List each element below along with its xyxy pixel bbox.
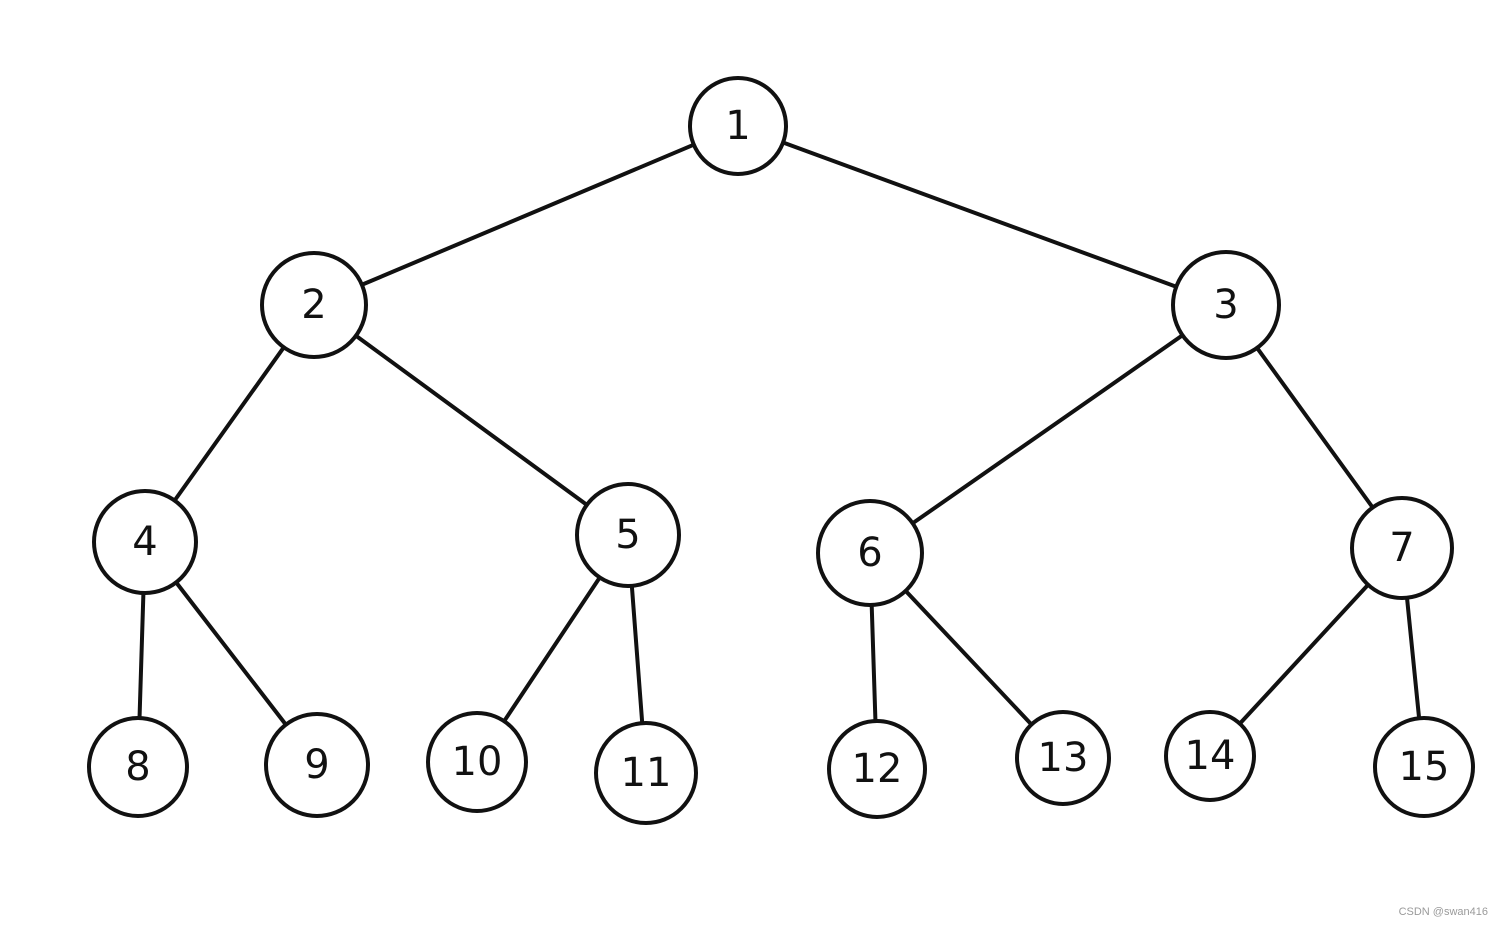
tree-node-13: 13 [1015, 710, 1111, 806]
tree-node-12: 12 [827, 719, 927, 819]
edge-3-6 [910, 333, 1185, 526]
node-circle [594, 721, 698, 825]
node-circle [827, 719, 927, 819]
node-circle [1373, 716, 1475, 818]
edge-6-12 [869, 602, 878, 724]
node-circle [816, 499, 924, 607]
node-label: 14 [1185, 733, 1236, 779]
edge-5-10 [502, 575, 602, 724]
edge-7-15 [1404, 595, 1422, 721]
node-label: 5 [615, 512, 640, 558]
tree-node-15: 15 [1373, 716, 1475, 818]
tree-node-10: 10 [426, 711, 528, 813]
edge-1-2 [359, 142, 696, 287]
node-label: 10 [452, 739, 503, 785]
node-circle [688, 76, 788, 176]
node-label: 6 [857, 530, 882, 576]
node-label: 9 [304, 742, 329, 788]
node-label: 1 [725, 103, 750, 149]
edge-5-11 [629, 583, 645, 726]
node-label: 11 [621, 750, 672, 796]
tree-node-2: 2 [260, 251, 368, 359]
edge-3-7 [1255, 345, 1375, 510]
watermark: CSDN @swan416 [1398, 906, 1488, 918]
node-label: 15 [1399, 744, 1450, 790]
tree-node-6: 6 [816, 499, 924, 607]
edge-7-14 [1237, 582, 1371, 726]
edge-4-8 [137, 590, 146, 721]
node-circle [1171, 250, 1281, 360]
edge-6-13 [903, 588, 1034, 727]
node-label: 8 [125, 744, 150, 790]
node-label: 4 [132, 519, 157, 565]
edges-layer [137, 140, 1422, 727]
tree-node-4: 4 [92, 489, 198, 595]
node-circle [1350, 496, 1454, 600]
tree-node-5: 5 [575, 482, 681, 588]
tree-node-9: 9 [264, 712, 370, 818]
node-label: 2 [301, 282, 326, 328]
node-circle [260, 251, 368, 359]
edge-2-4 [172, 345, 286, 503]
tree-node-3: 3 [1171, 250, 1281, 360]
edge-4-9 [174, 580, 288, 727]
tree-node-1: 1 [688, 76, 788, 176]
edge-1-3 [781, 140, 1179, 289]
edge-2-5 [353, 333, 589, 507]
node-label: 3 [1213, 282, 1238, 328]
tree-node-7: 7 [1350, 496, 1454, 600]
tree-node-14: 14 [1164, 710, 1256, 802]
tree-node-11: 11 [594, 721, 698, 825]
node-label: 13 [1038, 735, 1089, 781]
node-circle [1015, 710, 1111, 806]
node-label: 7 [1389, 525, 1414, 571]
node-circle [575, 482, 681, 588]
node-circle [92, 489, 198, 595]
node-circle [87, 716, 189, 818]
node-circle [1164, 710, 1256, 802]
node-label: 12 [852, 746, 903, 792]
node-circle [264, 712, 370, 818]
node-circle [426, 711, 528, 813]
tree-node-8: 8 [87, 716, 189, 818]
